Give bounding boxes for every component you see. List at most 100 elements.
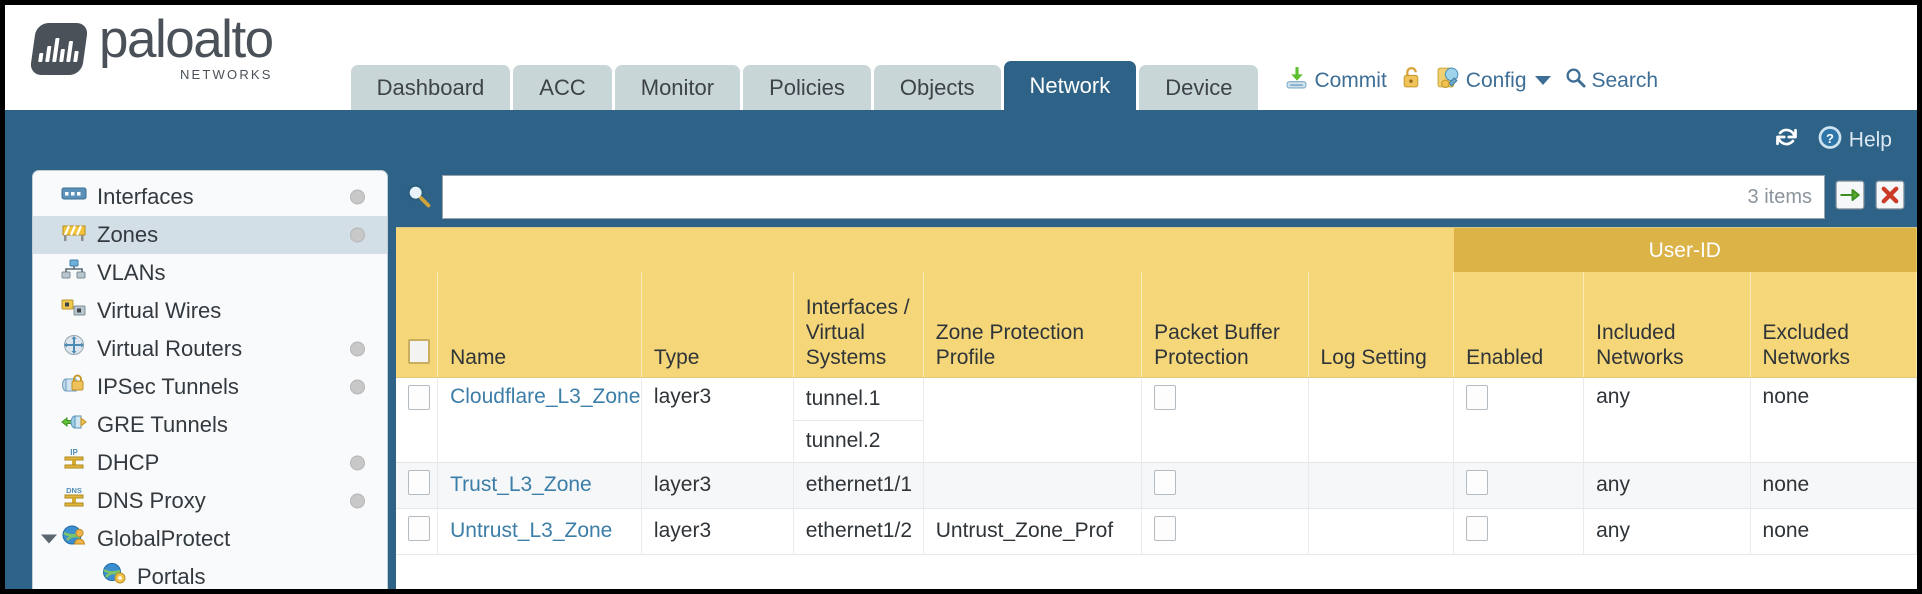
table-row[interactable]: Untrust_L3_Zone layer3 ethernet1/2 Untru… (396, 508, 1917, 555)
sidebar-item-virtual-wires[interactable]: Virtual Wires (33, 292, 387, 330)
zone-name-link[interactable]: Trust_L3_Zone (450, 473, 592, 496)
column-header-zone-protection-profile[interactable]: Zone Protection Profile (923, 272, 1143, 378)
cell-type: layer3 (641, 462, 794, 509)
sidebar-status-dot (350, 341, 365, 357)
tab-policies[interactable]: Policies (743, 65, 871, 110)
interface-entry: tunnel.1 (805, 386, 881, 410)
group-header-spacer (396, 228, 1454, 272)
sidebar-item-dns-proxy[interactable]: DNS DNS Proxy (33, 482, 387, 520)
sidebar-item-label: VLANs (97, 260, 166, 285)
expander-triangle-icon[interactable] (41, 534, 57, 544)
cell-userid-enabled[interactable] (1453, 462, 1585, 509)
row-select-cell[interactable] (396, 377, 439, 463)
virtual-wires-icon (61, 295, 87, 327)
config-dropdown[interactable]: Config (1436, 65, 1551, 96)
vlans-icon (61, 257, 87, 289)
cell-packet-buffer-protection[interactable] (1141, 377, 1309, 463)
zone-name-link[interactable]: Untrust_L3_Zone (450, 519, 613, 542)
zones-panel: 3 items (388, 170, 1917, 589)
userid-enabled-checkbox[interactable] (1466, 515, 1489, 541)
userid-enabled-checkbox[interactable] (1466, 384, 1489, 410)
cell-packet-buffer-protection[interactable] (1141, 508, 1309, 555)
sidebar-item-label: DHCP (97, 450, 160, 475)
userid-enabled-checkbox[interactable] (1466, 469, 1489, 495)
gre-tunnels-icon (61, 409, 87, 441)
svg-text:IP: IP (70, 448, 78, 457)
refresh-icon[interactable] (1773, 124, 1800, 157)
tab-acc[interactable]: ACC (513, 65, 612, 110)
sidebar-item-globalprotect[interactable]: GlobalProtect (33, 520, 387, 558)
svg-text:DNS: DNS (66, 486, 82, 495)
paloalto-logo-icon (29, 22, 89, 75)
column-header-packet-buffer-protection[interactable]: Packet Buffer Protection (1141, 272, 1309, 378)
sidebar-item-virtual-routers[interactable]: Virtual Routers (33, 330, 387, 368)
sidebar-item-interfaces[interactable]: Interfaces (33, 178, 387, 216)
row-select-cell[interactable] (396, 462, 439, 509)
help-button[interactable]: ? Help (1817, 124, 1892, 156)
row-checkbox[interactable] (408, 469, 430, 495)
column-header-name[interactable]: Name (437, 272, 642, 378)
cell-type: layer3 (641, 508, 794, 555)
lock-button[interactable] (1400, 65, 1423, 96)
brand-name: paloalto (99, 10, 274, 69)
packet-buffer-protection-checkbox[interactable] (1154, 469, 1177, 495)
sidebar-item-gre-tunnels[interactable]: GRE Tunnels (33, 406, 387, 444)
table-row[interactable]: Trust_L3_Zone layer3 ethernet1/1 (396, 462, 1917, 509)
commit-button[interactable]: Commit (1284, 65, 1387, 96)
search-magnifier-icon (1564, 66, 1587, 95)
tab-network[interactable]: Network (1003, 61, 1137, 110)
sidebar-item-portals[interactable]: Portals (33, 558, 387, 589)
cell-excluded-networks: none (1750, 462, 1917, 509)
zones-icon (61, 219, 87, 251)
row-select-cell[interactable] (396, 508, 439, 555)
search-label: Search (1591, 68, 1659, 92)
row-checkbox[interactable] (408, 515, 430, 541)
column-header-type[interactable]: Type (641, 272, 794, 378)
apply-filter-arrow-icon[interactable] (1835, 180, 1865, 215)
ipsec-tunnels-icon (61, 371, 87, 403)
brand-tagline: NETWORKS (179, 67, 273, 82)
tab-objects[interactable]: Objects (873, 65, 1001, 110)
sidebar-status-dot (350, 189, 365, 205)
cell-userid-enabled[interactable] (1453, 508, 1585, 555)
zone-name-link[interactable]: Cloudflare_L3_Zone (450, 384, 641, 408)
help-label: Help (1848, 128, 1892, 151)
row-checkbox[interactable] (408, 384, 430, 410)
cell-packet-buffer-protection[interactable] (1141, 462, 1309, 509)
tab-dashboard[interactable]: Dashboard (350, 65, 511, 110)
packet-buffer-protection-checkbox[interactable] (1154, 384, 1177, 410)
cell-name: Trust_L3_Zone (437, 462, 642, 509)
sidebar-item-label: DNS Proxy (97, 488, 206, 513)
search-input[interactable] (455, 184, 1738, 210)
clear-filter-x-icon[interactable] (1875, 180, 1905, 215)
config-label: Config (1465, 68, 1527, 92)
search-input-wrapper[interactable]: 3 items (442, 175, 1825, 219)
table-header-row: Name Type Interfaces / Virtual Systems Z… (396, 272, 1917, 378)
tab-device[interactable]: Device (1139, 65, 1259, 110)
tab-monitor[interactable]: Monitor (614, 65, 741, 110)
cell-excluded-networks: none (1750, 508, 1917, 555)
select-all-checkbox[interactable] (408, 338, 430, 364)
page-body: Interfaces Zones (5, 170, 1917, 589)
sidebar-item-dhcp[interactable]: IP DHCP (33, 444, 387, 482)
select-all-header[interactable] (396, 272, 439, 378)
sidebar-item-zones[interactable]: Zones (33, 216, 387, 254)
interface-entry: ethernet1/1 (805, 473, 913, 496)
search-magnifier-icon[interactable] (404, 181, 432, 214)
column-header-enabled[interactable]: Enabled (1453, 272, 1585, 378)
sidebar-item-vlans[interactable]: VLANs (33, 254, 387, 292)
cell-included-networks: any (1583, 377, 1751, 463)
cell-interfaces: ethernet1/2 (793, 508, 924, 555)
search-button[interactable]: Search (1564, 66, 1659, 95)
cell-userid-enabled[interactable] (1453, 377, 1585, 463)
column-header-included-networks[interactable]: Included Networks (1583, 272, 1751, 378)
column-header-excluded-networks[interactable]: Excluded Networks (1750, 272, 1917, 378)
svg-text:?: ? (1826, 130, 1834, 145)
table-row[interactable]: Cloudflare_L3_Zone layer3 tunnel.1 tunne… (396, 377, 1917, 463)
column-header-interfaces[interactable]: Interfaces / Virtual Systems (793, 272, 924, 378)
sidebar-item-ipsec-tunnels[interactable]: IPSec Tunnels (33, 368, 387, 406)
sidebar-item-label: Zones (97, 222, 159, 247)
sidebar-status-dot (350, 379, 365, 395)
packet-buffer-protection-checkbox[interactable] (1154, 515, 1177, 541)
column-header-log-setting[interactable]: Log Setting (1308, 272, 1455, 378)
